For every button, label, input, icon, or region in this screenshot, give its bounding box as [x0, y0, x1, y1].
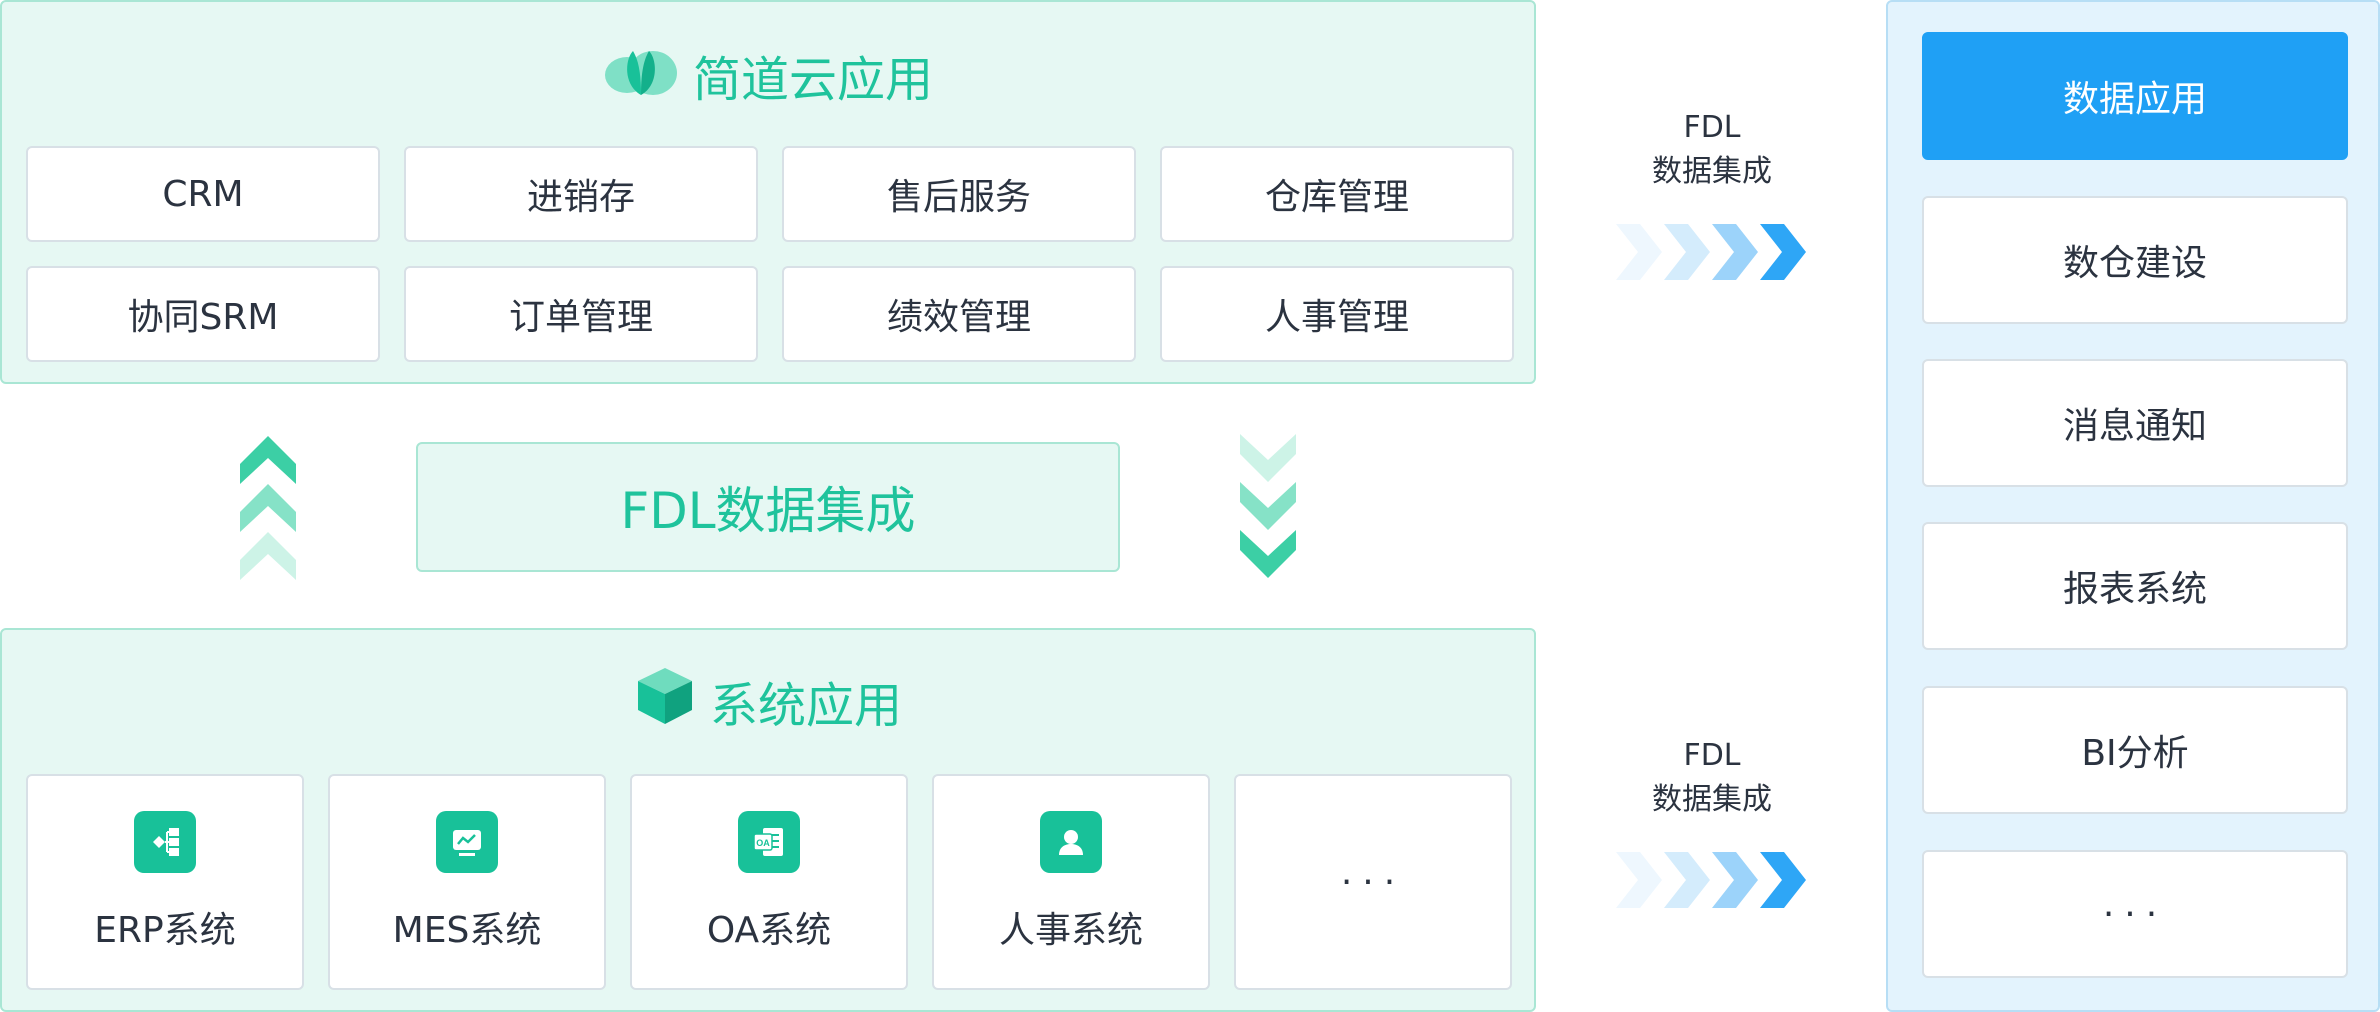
app-card-crm[interactable]: CRM: [26, 146, 380, 242]
system-card-label: ERP系统: [94, 910, 236, 951]
right-chevrons-icon: [1616, 850, 1812, 914]
system-card-more[interactable]: ···: [1234, 774, 1512, 990]
data-app-bi[interactable]: BI分析: [1922, 686, 2348, 814]
flow-label-top: FDL 数据集成: [1612, 106, 1812, 194]
cube-icon: [634, 664, 696, 738]
svg-text:OA: OA: [756, 838, 770, 848]
data-apps-panel: 数据应用 数仓建设 消息通知 报表系统 BI分析 ···: [1886, 0, 2380, 1012]
app-card-performance[interactable]: 绩效管理: [782, 266, 1136, 362]
data-app-notification[interactable]: 消息通知: [1922, 359, 2348, 487]
data-app-primary[interactable]: 数据应用: [1922, 32, 2348, 160]
system-card-mes[interactable]: MES系统: [328, 774, 606, 990]
system-apps-title: 系统应用: [709, 678, 902, 734]
app-card-orders[interactable]: 订单管理: [404, 266, 758, 362]
system-card-oa[interactable]: OA OA系统: [630, 774, 908, 990]
cloud-apps-title: 简道云应用: [692, 52, 933, 108]
flow-chart-icon: [134, 811, 196, 873]
system-card-label: OA系统: [706, 910, 832, 951]
flow-label-line: 数据集成: [1652, 782, 1772, 817]
system-apps-panel: 系统应用 ERP系统 MES系统: [0, 628, 1536, 1012]
ellipsis-text: ···: [2102, 893, 2168, 935]
flow-label-line: 数据集成: [1652, 154, 1772, 189]
cloud-leaf-icon: [603, 39, 679, 111]
system-card-hr[interactable]: 人事系统: [932, 774, 1210, 990]
system-card-label: MES系统: [392, 910, 542, 951]
app-card-srm[interactable]: 协同SRM: [26, 266, 380, 362]
monitor-chart-icon: [436, 811, 498, 873]
app-card-inventory[interactable]: 进销存: [404, 146, 758, 242]
flow-label-line: FDL: [1683, 110, 1741, 145]
cloud-apps-title-row: 简道云应用: [2, 40, 1534, 110]
oa-document-icon: OA: [738, 811, 800, 873]
ellipsis-text: ···: [1340, 861, 1406, 903]
system-card-label: 人事系统: [998, 910, 1143, 951]
system-card-erp[interactable]: ERP系统: [26, 774, 304, 990]
app-card-hr[interactable]: 人事管理: [1160, 266, 1514, 362]
data-app-warehouse[interactable]: 数仓建设: [1922, 196, 2348, 324]
person-icon: [1040, 811, 1102, 873]
system-apps-title-row: 系统应用: [2, 666, 1534, 736]
flow-label-line: FDL: [1683, 738, 1741, 773]
cloud-apps-panel: 简道云应用 CRM 进销存 售后服务 仓库管理 协同SRM 订单管理 绩效管理 …: [0, 0, 1536, 384]
data-app-more[interactable]: ···: [1922, 850, 2348, 978]
fdl-integration-box: FDL数据集成: [416, 442, 1120, 572]
app-card-warehouse[interactable]: 仓库管理: [1160, 146, 1514, 242]
down-chevrons-icon: [1238, 434, 1298, 584]
data-app-report[interactable]: 报表系统: [1922, 522, 2348, 650]
flow-label-bottom: FDL 数据集成: [1612, 734, 1812, 822]
app-card-after-sales[interactable]: 售后服务: [782, 146, 1136, 242]
right-chevrons-icon: [1616, 222, 1812, 286]
up-chevrons-icon: [238, 434, 298, 584]
